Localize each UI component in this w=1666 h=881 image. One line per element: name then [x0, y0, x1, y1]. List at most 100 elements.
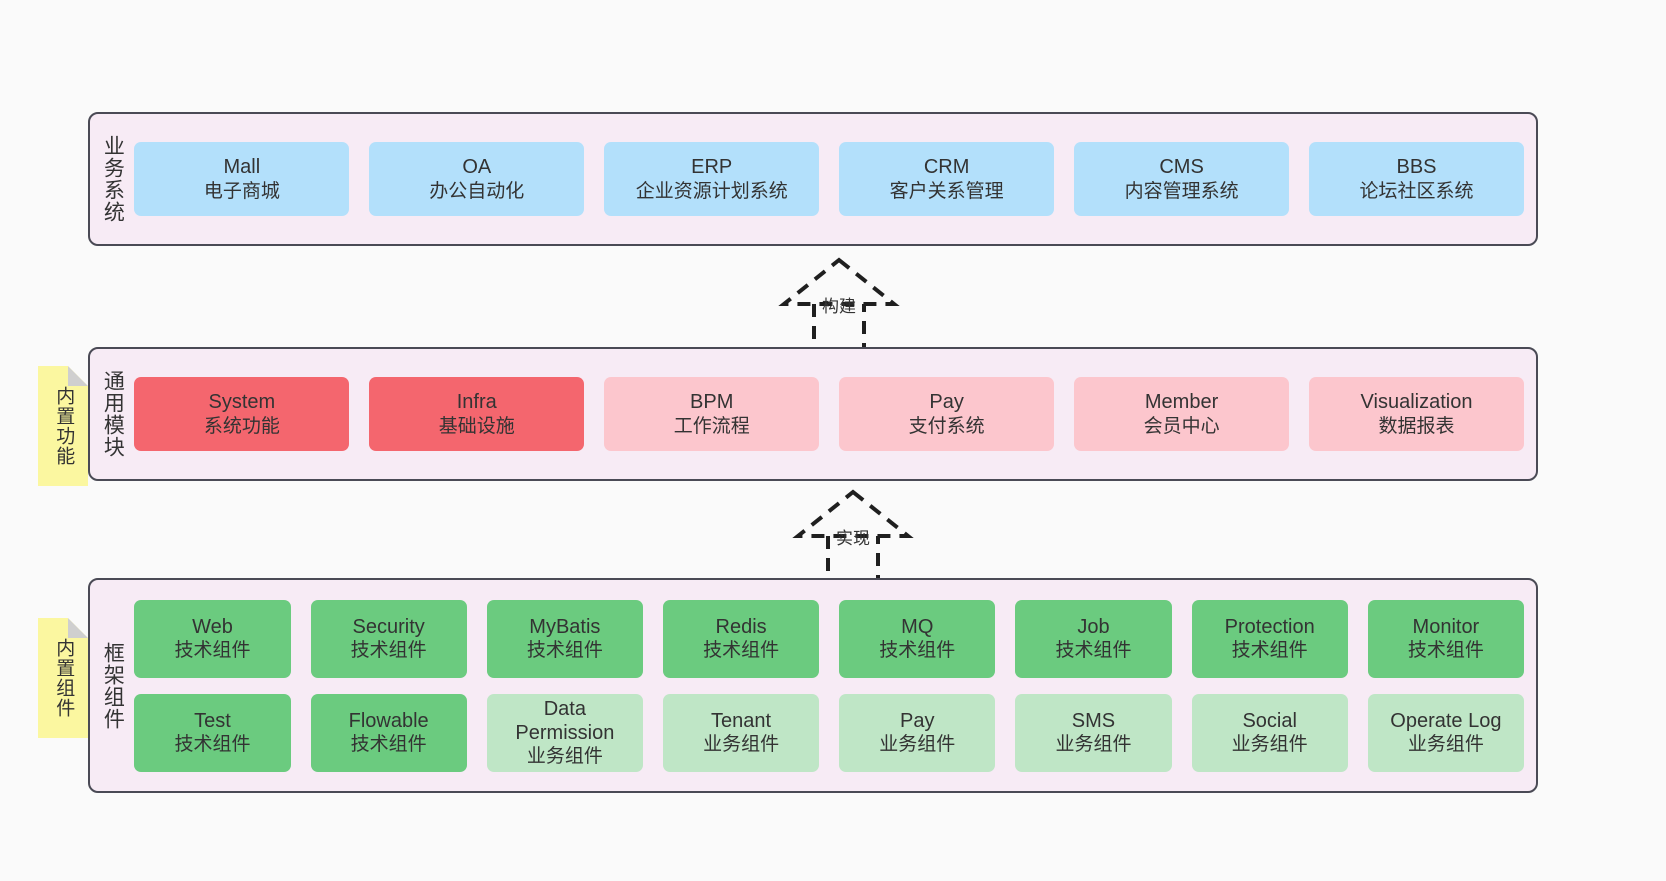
card-title-en: Test [194, 709, 231, 732]
card-infra[interactable]: Infra 基础设施 [369, 377, 585, 451]
card-title-en: Flowable [348, 709, 429, 732]
card-pay-component[interactable]: Pay 业务组件 [839, 693, 996, 772]
card-title-en: Member [1144, 391, 1219, 414]
card-bpm[interactable]: BPM 工作流程 [604, 377, 820, 451]
layer-body-framework: Web 技术组件 Security 技术组件 MyBatis 技术组件 Redi… [130, 580, 1536, 791]
card-title-cn: 技术组件 [174, 734, 251, 756]
card-title-cn: 业务组件 [703, 734, 780, 756]
card-title-en: OA [462, 156, 492, 179]
card-mybatis[interactable]: MyBatis 技术组件 [486, 599, 643, 678]
card-title-en: Mall [223, 156, 261, 179]
card-bbs[interactable]: BBS 论坛社区系统 [1309, 142, 1524, 216]
layer-row: Test 技术组件 Flowable 技术组件 Data Permission … [134, 693, 1524, 772]
card-title-cn: 技术组件 [879, 640, 956, 662]
card-title-en: Data Permission [515, 697, 615, 744]
card-title-en: MyBatis [529, 615, 601, 638]
card-cms[interactable]: CMS 内容管理系统 [1074, 142, 1290, 216]
card-title-cn: 业务组件 [1055, 734, 1132, 756]
card-mq[interactable]: MQ 技术组件 [839, 599, 996, 678]
card-sms[interactable]: SMS 业务组件 [1015, 693, 1172, 772]
connector-label-build: 构建 [822, 297, 856, 316]
layer-caption-business: 业务系统 [101, 135, 125, 223]
card-system[interactable]: System 系统功能 [134, 377, 350, 451]
card-title-cn: 技术组件 [1055, 640, 1132, 662]
card-test[interactable]: Test 技术组件 [134, 693, 291, 772]
layer-row: System 系统功能 Infra 基础设施 BPM 工作流程 Pay 支付系统… [134, 377, 1524, 451]
card-operate-log[interactable]: Operate Log 业务组件 [1367, 693, 1524, 772]
card-title-cn: 技术组件 [1231, 640, 1308, 662]
card-title-cn: 会员中心 [1143, 415, 1220, 437]
card-title-en: SMS [1071, 709, 1116, 732]
layer-caption-framework: 框架组件 [101, 641, 125, 730]
card-title-cn: 业务组件 [879, 734, 956, 756]
card-redis[interactable]: Redis 技术组件 [662, 599, 820, 678]
card-title-cn: 系统功能 [203, 415, 280, 437]
card-title-cn: 电子商城 [203, 180, 280, 202]
card-title-en: ERP [691, 156, 733, 179]
card-title-en: System [208, 391, 276, 414]
sticky-note-builtin-components[interactable]: 内置组件 [38, 618, 88, 738]
card-title-en: CMS [1159, 156, 1204, 179]
card-title-en: Infra [456, 391, 497, 414]
card-mall[interactable]: Mall 电子商城 [134, 142, 350, 216]
card-job[interactable]: Job 技术组件 [1015, 599, 1172, 678]
connector-build: 构建 [754, 256, 924, 351]
sticky-note-label: 内置组件 [53, 638, 75, 718]
layer-business-system[interactable]: 业务系统 Mall 电子商城 OA 办公自动化 ERP 企业资源计划系统 CRM… [88, 112, 1538, 246]
card-title-cn: 业务组件 [1231, 734, 1308, 756]
card-title-cn: 数据报表 [1378, 415, 1455, 437]
card-flowable[interactable]: Flowable 技术组件 [310, 693, 467, 772]
card-title-en: Job [1077, 615, 1110, 638]
card-security[interactable]: Security 技术组件 [310, 599, 467, 678]
card-title-en: Security [352, 615, 425, 638]
card-web[interactable]: Web 技术组件 [134, 599, 291, 678]
card-tenant[interactable]: Tenant 业务组件 [662, 693, 820, 772]
card-monitor[interactable]: Monitor 技术组件 [1367, 599, 1524, 678]
card-oa[interactable]: OA 办公自动化 [369, 142, 585, 216]
card-title-en: Tenant [711, 709, 772, 732]
card-title-cn: 技术组件 [1407, 640, 1484, 662]
card-title-en: Redis [715, 615, 767, 638]
card-title-en: Visualization [1360, 391, 1473, 414]
card-title-cn: 业务组件 [526, 746, 603, 768]
card-title-cn: 基础设施 [438, 415, 515, 437]
card-crm[interactable]: CRM 客户关系管理 [839, 142, 1055, 216]
card-title-cn: 客户关系管理 [889, 180, 1004, 202]
connector-label-realize: 实现 [836, 529, 870, 548]
card-title-cn: 技术组件 [350, 734, 427, 756]
card-title-cn: 企业资源计划系统 [635, 180, 788, 202]
card-title-cn: 论坛社区系统 [1359, 180, 1474, 202]
layer-body-modules: System 系统功能 Infra 基础设施 BPM 工作流程 Pay 支付系统… [130, 349, 1536, 479]
card-title-cn: 支付系统 [908, 415, 985, 437]
card-title-en: Pay [900, 709, 935, 732]
card-title-en: Protection [1224, 615, 1315, 638]
card-social[interactable]: Social 业务组件 [1191, 693, 1348, 772]
card-erp[interactable]: ERP 企业资源计划系统 [604, 142, 820, 216]
card-title-en: Operate Log [1390, 709, 1502, 732]
sticky-note-builtin-features[interactable]: 内置功能 [38, 366, 88, 486]
layer-caption-modules: 通用模块 [101, 370, 125, 458]
card-title-en: CRM [923, 156, 970, 179]
card-pay-module[interactable]: Pay 支付系统 [839, 377, 1055, 451]
card-title-en: BBS [1396, 156, 1437, 179]
card-title-cn: 办公自动化 [429, 180, 525, 202]
layer-body-business: Mall 电子商城 OA 办公自动化 ERP 企业资源计划系统 CRM 客户关系… [130, 114, 1536, 244]
card-title-en: MQ [901, 615, 934, 638]
card-title-en: Pay [929, 391, 964, 414]
card-title-en: BPM [690, 391, 734, 414]
card-title-cn: 内容管理系统 [1124, 180, 1239, 202]
connector-realize: 实现 [768, 488, 938, 583]
card-title-en: Social [1242, 709, 1297, 732]
card-title-cn: 技术组件 [174, 640, 251, 662]
folded-corner-icon [68, 618, 88, 638]
layer-framework-components[interactable]: 框架组件 Web 技术组件 Security 技术组件 MyBatis 技术组件… [88, 578, 1538, 793]
folded-corner-icon [68, 366, 88, 386]
card-protection[interactable]: Protection 技术组件 [1191, 599, 1348, 678]
sticky-note-label: 内置功能 [53, 386, 75, 466]
card-data-permission[interactable]: Data Permission 业务组件 [486, 693, 643, 772]
card-visualization[interactable]: Visualization 数据报表 [1309, 377, 1524, 451]
layer-common-modules[interactable]: 通用模块 System 系统功能 Infra 基础设施 BPM 工作流程 Pay… [88, 347, 1538, 481]
layer-row: Mall 电子商城 OA 办公自动化 ERP 企业资源计划系统 CRM 客户关系… [134, 142, 1524, 216]
card-member[interactable]: Member 会员中心 [1074, 377, 1290, 451]
